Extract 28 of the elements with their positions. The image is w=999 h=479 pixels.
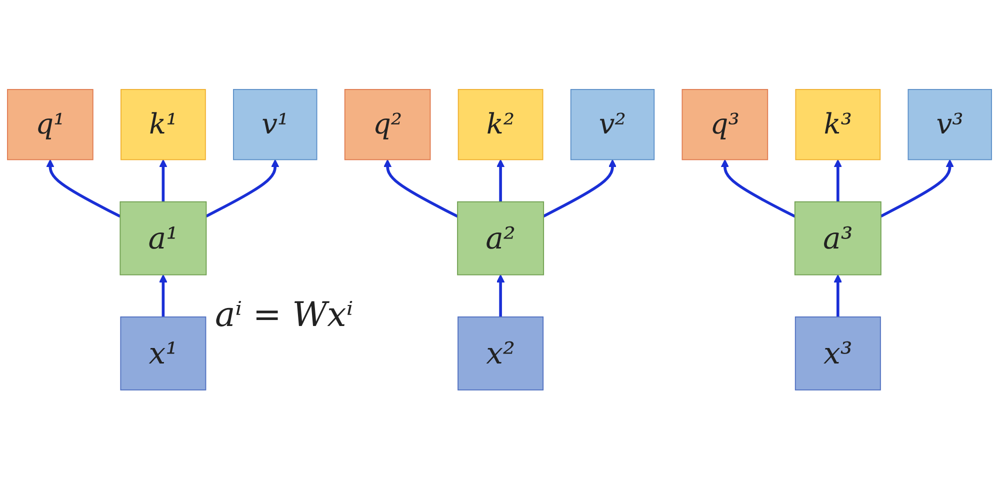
- node-box: v¹: [233, 88, 318, 160]
- node-box: a³: [794, 201, 882, 276]
- arrow: [46, 159, 121, 218]
- arrow: [206, 159, 280, 218]
- node-box: q²: [344, 88, 431, 160]
- node-box: x³: [794, 316, 881, 390]
- node-box: a¹: [120, 201, 207, 276]
- arrow: [880, 159, 954, 218]
- arrow: [159, 159, 168, 202]
- node-box: v²: [570, 88, 655, 160]
- node-box: k³: [795, 88, 881, 160]
- node-box: q³: [682, 88, 768, 160]
- node-box: x¹: [120, 316, 206, 390]
- arrow: [496, 274, 505, 317]
- node-box: k²: [458, 88, 544, 160]
- arrow: [834, 274, 842, 317]
- arrow: [496, 159, 505, 202]
- arrow: [834, 159, 842, 202]
- node-box: v³: [908, 88, 992, 160]
- arrow: [383, 159, 458, 218]
- arrow: [159, 274, 168, 317]
- arrow: [542, 159, 617, 218]
- node-box: q¹: [7, 88, 94, 160]
- arrow: [720, 159, 796, 218]
- node-box: a²: [457, 201, 544, 276]
- node-box: k¹: [120, 88, 206, 160]
- node-box: x²: [458, 316, 544, 390]
- formula: aⁱ = Wxⁱ: [215, 295, 354, 335]
